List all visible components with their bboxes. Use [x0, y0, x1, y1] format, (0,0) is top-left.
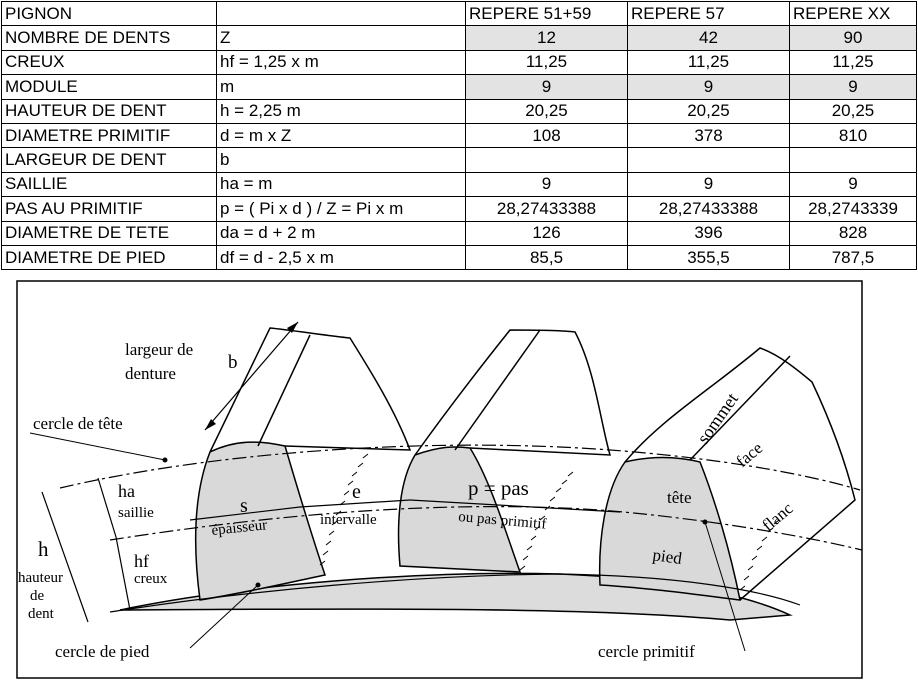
header-pignon: PIGNON: [1, 0, 217, 27]
row-formula: Z: [216, 25, 466, 51]
row-label: LARGEUR DE DENT: [1, 147, 217, 173]
b-arrow-bottom: [205, 419, 216, 430]
header-formula: [216, 0, 466, 27]
p-dimension-line: [409, 499, 621, 513]
label-pied: pied: [651, 545, 683, 568]
value-repere-57: 9: [627, 171, 790, 198]
value-repere-xx: 20,25: [789, 98, 917, 124]
tooth-3-face: [598, 456, 741, 601]
row-formula: h = 2,25 m: [216, 98, 466, 124]
tooth-2-top: [414, 329, 612, 456]
b-arrow-top: [287, 322, 298, 333]
tooth-2-face: [397, 446, 522, 573]
value-repere-51-59: 11,25: [465, 49, 628, 76]
row-label: NOMBRE DE DENTS: [1, 25, 217, 51]
value-repere-57: 11,25: [627, 49, 790, 76]
value-repere-xx: 11,25: [789, 49, 917, 76]
hf-dimension-line: [115, 536, 131, 611]
e-dimension-line: [299, 499, 411, 508]
label-largeur-de: largeur de: [125, 340, 193, 359]
row-formula: df = d - 2,5 x m: [216, 244, 466, 271]
point-pied: [255, 582, 261, 588]
value-repere-51-59: 9: [465, 171, 628, 198]
label-de: de: [30, 588, 45, 604]
value-repere-57: 396: [627, 220, 790, 246]
row-label: PAS AU PRIMITIF: [1, 196, 217, 222]
value-repere-xx: 28,2743339: [789, 196, 917, 222]
row-label: HAUTEUR DE DENT: [1, 98, 217, 124]
value-repere-xx: 9: [789, 74, 917, 100]
label-denture: denture: [125, 364, 176, 383]
label-creux: creux: [134, 571, 168, 587]
cercle-de-tete-line: [59, 444, 861, 491]
label-cercle-de-tete: cercle de tête: [33, 414, 123, 433]
row-formula: m: [216, 74, 466, 100]
h-dimension-line: [41, 491, 89, 623]
label-p-pas: p = pas: [468, 476, 529, 500]
label-dent: dent: [28, 606, 55, 622]
value-repere-51-59: 126: [465, 220, 628, 246]
tete-leader: [29, 432, 166, 461]
tooth-2-ridge: [454, 329, 541, 451]
cercle-de-pied-line: [109, 573, 801, 613]
label-cercle-de-pied: cercle de pied: [55, 642, 150, 661]
row-label: DIAMETRE DE PIED: [1, 244, 217, 271]
pied-leader: [189, 584, 259, 649]
value-repere-57: 28,27433388: [627, 196, 790, 222]
label-ou-pas-primitif: ou pas primitif: [458, 509, 547, 533]
row-label: CREUX: [1, 49, 217, 76]
label-ha: ha: [118, 481, 135, 501]
row-label: DIAMETRE DE TETE: [1, 220, 217, 246]
row-formula: p = ( Pi x d ) / Z = Pi x m: [216, 196, 466, 222]
label-tete: tête: [667, 488, 692, 507]
point-tete: [162, 457, 168, 463]
primitif-leader: [704, 521, 746, 652]
gear-spec-table: PIGNON REPERE 51+59 REPERE 57 REPERE XX …: [1, 0, 917, 271]
value-repere-57: 20,25: [627, 98, 790, 124]
value-repere-xx: 9: [789, 171, 917, 198]
header-repere-xx: REPERE XX: [789, 0, 917, 27]
table-header-row: PIGNON REPERE 51+59 REPERE 57 REPERE XX: [1, 0, 917, 27]
value-repere-xx: 787,5: [789, 244, 917, 271]
value-repere-57: 42: [627, 25, 790, 51]
label-epaisseur: épaisseur: [211, 517, 268, 539]
row-formula: hf = 1,25 x m: [216, 49, 466, 76]
row-label: MODULE: [1, 74, 217, 100]
label-hauteur: hauteur: [18, 570, 63, 586]
row-formula: d = m x Z: [216, 122, 466, 149]
label-hf: hf: [134, 551, 149, 571]
label-saillie: saillie: [118, 505, 154, 521]
value-repere-51-59: 12: [465, 25, 628, 51]
label-s: s: [240, 495, 248, 517]
label-b: b: [228, 352, 238, 373]
label-h: h: [38, 537, 49, 561]
value-repere-xx: 90: [789, 25, 917, 51]
s-dimension-line: [189, 506, 301, 521]
header-repere-51-59: REPERE 51+59: [465, 0, 628, 27]
tooth-1-ridge: [257, 334, 311, 447]
header-repere-57: REPERE 57: [627, 0, 790, 27]
label-intervalle: intervalle: [320, 512, 377, 528]
label-cercle-primitif: cercle primitif: [598, 642, 695, 661]
tooth-3-ridge: [689, 355, 791, 461]
value-repere-57: 355,5: [627, 244, 790, 271]
label-e: e: [352, 481, 361, 503]
value-repere-51-59: 9: [465, 74, 628, 100]
point-primitif: [702, 519, 708, 525]
b-dimension-line: [204, 321, 299, 431]
ha-dimension-line: [97, 477, 117, 538]
row-label: DIAMETRE PRIMITIF: [1, 122, 217, 149]
